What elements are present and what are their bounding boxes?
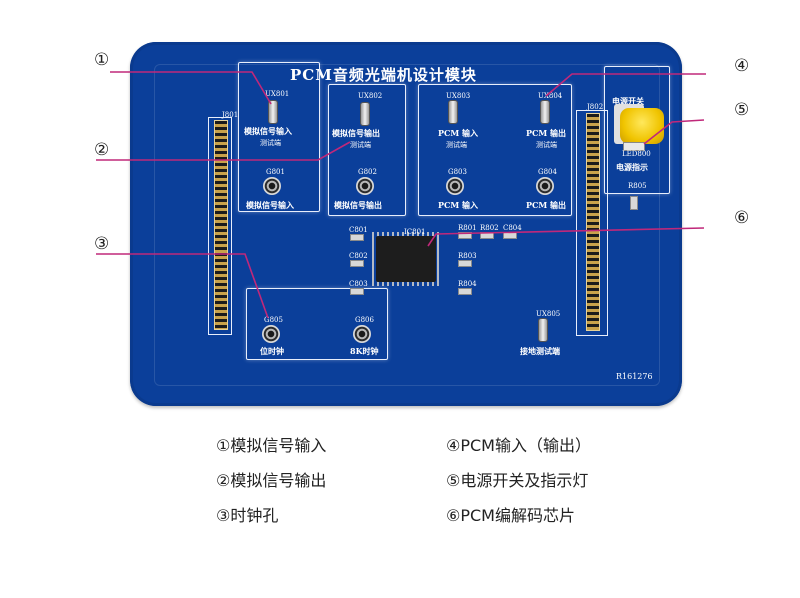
power-resistor-label: R805	[628, 182, 647, 190]
chip-label: IC801	[404, 228, 426, 236]
smd-part-3	[350, 288, 364, 295]
analog-in-jumper-label: UX801	[265, 90, 290, 98]
smd-part-1	[350, 234, 364, 241]
clock-jack2-label: G806	[355, 316, 374, 324]
analog-in-jack-label: G801	[266, 168, 285, 176]
pcm-in-jack-label: G803	[448, 168, 467, 176]
analog-input-panel	[238, 62, 320, 212]
pcm-in-test-jumper[interactable]	[448, 100, 458, 124]
smd-label-6: C804	[503, 224, 522, 232]
smd-label-1: C801	[349, 226, 368, 234]
board-outline	[154, 64, 660, 386]
legend-item-5: ⑤电源开关及指示灯	[446, 471, 589, 490]
header-left-label: J801	[222, 111, 239, 119]
pcm-codec-chip	[376, 236, 436, 282]
callout-4: ④	[734, 56, 750, 76]
analog-out-jack-label: G802	[358, 168, 377, 176]
smd-label-8: R804	[458, 280, 477, 288]
analog-out-footer: 模拟信号输出	[334, 200, 382, 210]
pcm-in-jack[interactable]	[446, 177, 464, 195]
smd-part-8	[458, 288, 472, 295]
callout-3: ③	[94, 234, 110, 254]
power-led-label: LED800	[622, 150, 651, 158]
clock-panel	[246, 288, 388, 360]
analog-out-text-2: 测试端	[350, 141, 371, 149]
smd-label-4: R801	[458, 224, 477, 232]
ground-test-label: 接地测试端	[520, 346, 560, 356]
smd-part-7	[458, 260, 472, 267]
bit-clock-jack[interactable]	[262, 325, 280, 343]
pcm-out-jack[interactable]	[536, 177, 554, 195]
analog-in-text-2: 测试端	[260, 139, 281, 147]
board-serial: R161276	[616, 372, 653, 381]
analog-in-footer: 模拟信号输入	[246, 200, 294, 210]
smd-label-2: C802	[349, 252, 368, 260]
smd-label-3: C803	[349, 280, 368, 288]
pcm-out-text-1: PCM 输出	[526, 128, 567, 138]
smd-part-4	[458, 232, 472, 239]
pcm-in-text-2: 测试端	[446, 141, 467, 149]
legend-item-6: ⑥PCM编解码芯片	[446, 506, 575, 525]
pcm-out-footer: PCM 输出	[526, 200, 567, 210]
pcm-out-text-2: 测试端	[536, 141, 557, 149]
ground-test-jumper[interactable]	[538, 318, 548, 342]
8k-clock-jack[interactable]	[353, 325, 371, 343]
smd-part-2	[350, 260, 364, 267]
analog-in-test-jumper[interactable]	[268, 100, 278, 124]
power-switch-button[interactable]	[620, 108, 664, 144]
pcm-out-jack-label: G804	[538, 168, 557, 176]
bit-clock-footer: 位时钟	[260, 346, 284, 356]
callout-2: ②	[94, 140, 110, 160]
legend-item-4: ④PCM输入（输出）	[446, 436, 591, 455]
pcm-in-jumper-label: UX803	[446, 92, 471, 100]
analog-out-test-jumper[interactable]	[360, 102, 370, 126]
pcm-out-test-jumper[interactable]	[540, 100, 550, 124]
callout-1: ①	[94, 50, 110, 70]
callout-6: ⑥	[734, 208, 750, 228]
pcm-io-panel	[418, 84, 572, 216]
callout-5: ⑤	[734, 100, 750, 120]
smd-label-5: R802	[480, 224, 499, 232]
smd-part-5	[480, 232, 494, 239]
header-left-frame	[208, 117, 232, 335]
legend-item-1: ①模拟信号输入	[216, 436, 327, 455]
analog-out-jumper-label: UX802	[358, 92, 383, 100]
power-indicator-label: 电源指示	[616, 162, 648, 172]
analog-out-jack[interactable]	[356, 177, 374, 195]
ground-jumper-label: UX805	[536, 310, 561, 318]
header-left-pins	[214, 120, 228, 330]
pcm-in-footer: PCM 输入	[438, 200, 479, 210]
legend-item-3: ③时钟孔	[216, 506, 279, 525]
analog-in-jack[interactable]	[263, 177, 281, 195]
8k-clock-footer: 8K时钟	[350, 346, 379, 356]
pcm-in-text-1: PCM 输入	[438, 128, 479, 138]
header-right-label: J802	[587, 103, 604, 111]
smd-part-6	[503, 232, 517, 239]
power-led	[623, 142, 645, 151]
analog-out-text-1: 模拟信号输出	[332, 128, 380, 138]
analog-in-text-1: 模拟信号输入	[244, 126, 292, 136]
power-resistor	[630, 196, 638, 210]
header-right-frame	[576, 110, 608, 336]
board-title: PCM音频光端机设计模块	[290, 66, 477, 84]
legend-item-2: ②模拟信号输出	[216, 471, 327, 490]
smd-label-7: R803	[458, 252, 477, 260]
pcm-out-jumper-label: UX804	[538, 92, 563, 100]
power-switch-label: 电源开关	[612, 96, 644, 106]
clock-jack1-label: G805	[264, 316, 283, 324]
header-right-pins	[586, 113, 600, 331]
